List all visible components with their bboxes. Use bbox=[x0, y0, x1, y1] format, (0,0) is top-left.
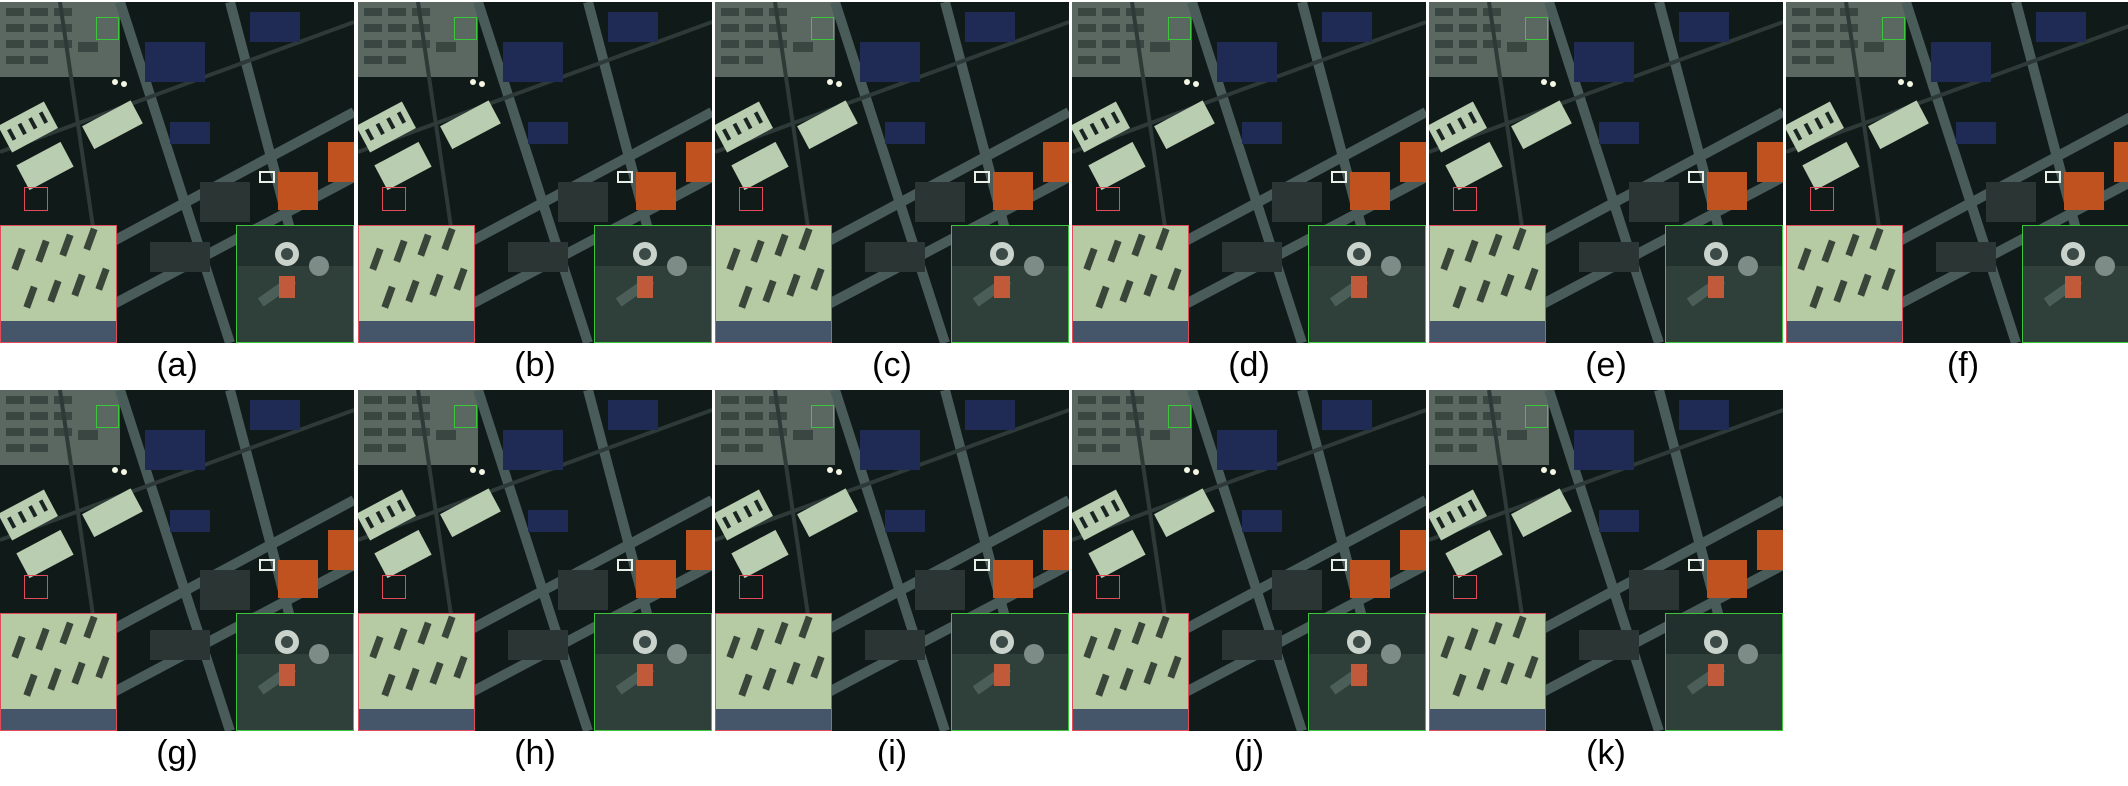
green-roi-marker bbox=[1882, 17, 1905, 40]
red-zoom-inset bbox=[1072, 225, 1189, 343]
figure-panel-g: (g) bbox=[0, 390, 354, 772]
red-roi-marker bbox=[1096, 575, 1120, 599]
green-zoom-inset bbox=[236, 225, 354, 343]
figure-panel-f: (f) bbox=[1786, 2, 2128, 384]
green-zoom-inset bbox=[951, 225, 1069, 343]
red-zoom-inset bbox=[1072, 613, 1189, 731]
red-zoom-inset bbox=[1786, 225, 1903, 343]
panel-caption: (j) bbox=[1233, 734, 1265, 772]
figure-panel-b: (b) bbox=[358, 2, 712, 384]
panel-caption: (i) bbox=[876, 734, 908, 772]
figure-panel-k: (k) bbox=[1429, 390, 1783, 772]
aerial-image bbox=[358, 2, 712, 343]
green-roi-marker bbox=[1168, 405, 1191, 428]
green-zoom-inset bbox=[2022, 225, 2128, 343]
figure-panel-h: (h) bbox=[358, 390, 712, 772]
aerial-image bbox=[0, 2, 354, 343]
panel-caption: (b) bbox=[514, 346, 556, 384]
aerial-image bbox=[358, 390, 712, 731]
red-roi-marker bbox=[382, 187, 406, 211]
red-zoom-inset bbox=[358, 225, 475, 343]
red-roi-marker bbox=[739, 187, 763, 211]
aerial-image bbox=[1429, 390, 1783, 731]
red-zoom-inset bbox=[0, 613, 117, 731]
green-zoom-inset bbox=[1308, 225, 1426, 343]
red-roi-marker bbox=[1453, 575, 1477, 599]
green-roi-marker bbox=[1525, 17, 1548, 40]
green-roi-marker bbox=[96, 405, 119, 428]
green-roi-marker bbox=[811, 17, 834, 40]
panel-caption: (e) bbox=[1585, 346, 1627, 384]
figure-panel-i: (i) bbox=[715, 390, 1069, 772]
green-zoom-inset bbox=[236, 613, 354, 731]
red-zoom-inset bbox=[715, 613, 832, 731]
aerial-scene bbox=[1072, 390, 1426, 731]
figure-panel-e: (e) bbox=[1429, 2, 1783, 384]
figure-panel-a: (a) bbox=[0, 2, 354, 384]
red-roi-marker bbox=[1096, 187, 1120, 211]
aerial-image bbox=[0, 390, 354, 731]
aerial-image bbox=[1072, 2, 1426, 343]
green-zoom-inset bbox=[1665, 613, 1783, 731]
red-roi-marker bbox=[382, 575, 406, 599]
aerial-image bbox=[1786, 2, 2128, 343]
red-roi-marker bbox=[24, 575, 48, 599]
panel-caption: (h) bbox=[514, 734, 556, 772]
green-zoom-inset bbox=[594, 225, 712, 343]
aerial-image bbox=[715, 390, 1069, 731]
red-roi-marker bbox=[1810, 187, 1834, 211]
red-zoom-inset bbox=[1429, 613, 1546, 731]
green-roi-marker bbox=[454, 405, 477, 428]
panel-caption: (a) bbox=[156, 346, 198, 384]
green-zoom-inset bbox=[951, 613, 1069, 731]
red-zoom-inset bbox=[1429, 225, 1546, 343]
red-zoom-inset bbox=[0, 225, 117, 343]
panel-caption: (d) bbox=[1228, 346, 1270, 384]
aerial-image bbox=[1429, 2, 1783, 343]
green-roi-marker bbox=[96, 17, 119, 40]
aerial-scene bbox=[0, 2, 354, 343]
red-zoom-inset bbox=[715, 225, 832, 343]
aerial-image bbox=[715, 2, 1069, 343]
green-zoom-inset bbox=[1308, 613, 1426, 731]
figure-panel-c: (c) bbox=[715, 2, 1069, 384]
panel-caption: (f) bbox=[1946, 346, 1980, 384]
figure-panel-j: (j) bbox=[1072, 390, 1426, 772]
red-roi-marker bbox=[24, 187, 48, 211]
green-roi-marker bbox=[811, 405, 834, 428]
aerial-image bbox=[1072, 390, 1426, 731]
red-zoom-inset bbox=[358, 613, 475, 731]
green-zoom-inset bbox=[1665, 225, 1783, 343]
panel-caption: (c) bbox=[872, 346, 912, 384]
panel-caption: (k) bbox=[1586, 734, 1626, 772]
panel-caption: (g) bbox=[156, 734, 198, 772]
green-roi-marker bbox=[454, 17, 477, 40]
red-roi-marker bbox=[1453, 187, 1477, 211]
red-roi-marker bbox=[739, 575, 763, 599]
green-roi-marker bbox=[1168, 17, 1191, 40]
green-roi-marker bbox=[1525, 405, 1548, 428]
figure-panel-d: (d) bbox=[1072, 2, 1426, 384]
green-zoom-inset bbox=[594, 613, 712, 731]
